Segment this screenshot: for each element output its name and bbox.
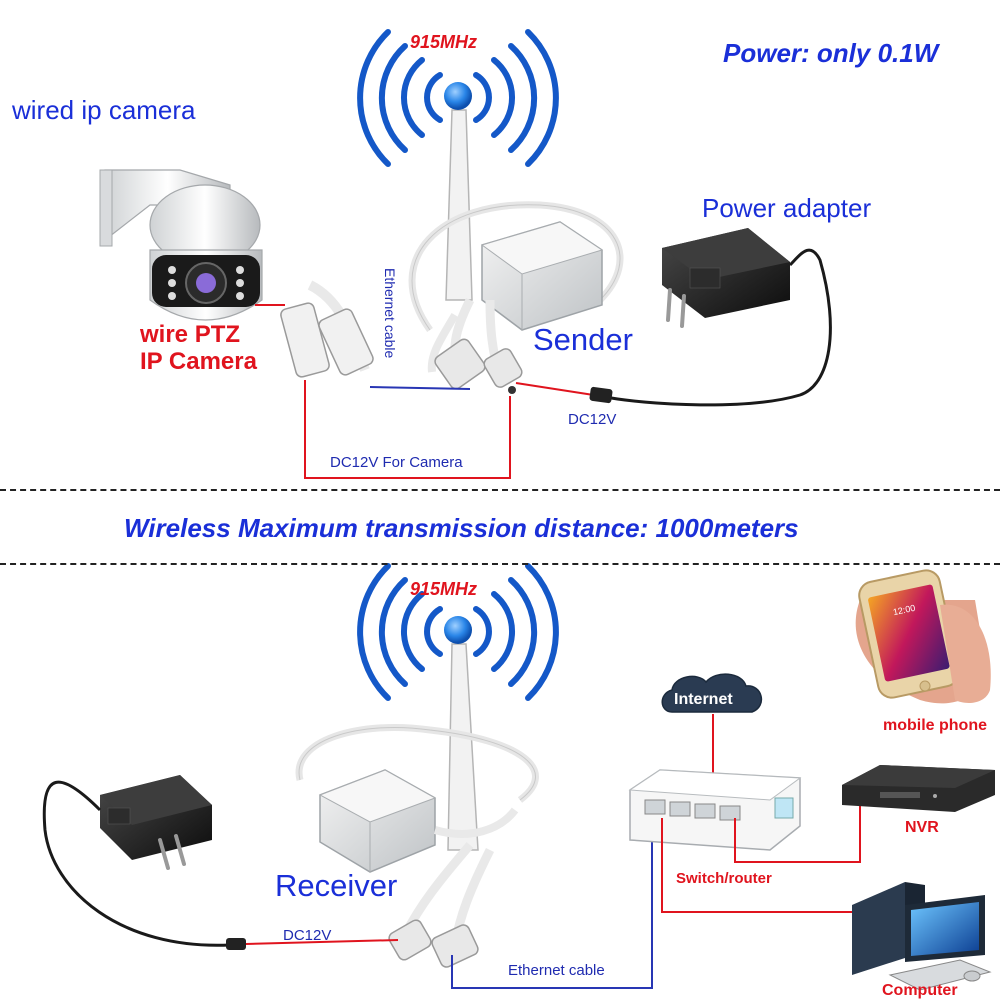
divider-bottom: [0, 563, 1000, 565]
receiver-power-adapter-icon: [100, 775, 212, 870]
camera-tag-line2: IP Camera: [140, 348, 257, 375]
ptz-camera-icon: [99, 169, 263, 321]
power-note: Power: only 0.1W: [723, 38, 939, 68]
nvr-icon: [842, 765, 995, 812]
sender-dc-label: DC12V: [568, 411, 617, 428]
internet-cloud-icon: [661, 673, 763, 713]
receiver-frequency-label: 915MHz: [410, 579, 478, 599]
range-note: Wireless Maximum transmission distance: …: [124, 513, 799, 543]
internet-label: Internet: [674, 691, 733, 708]
power-adapter-label: Power adapter: [702, 193, 872, 223]
sender-box-icon: [480, 221, 604, 331]
mobile-phone-label: mobile phone: [883, 717, 987, 734]
switch-router-label: Switch/router: [676, 870, 772, 887]
signal-waves-icon-receiver: [357, 563, 559, 701]
switch-router-icon: [628, 769, 802, 851]
camera-caption: wired ip camera: [12, 95, 196, 125]
sender-ethernet-label: Ethernet cable: [382, 268, 398, 359]
nvr-label: NVR: [905, 819, 939, 836]
receiver-box-icon: [318, 769, 437, 873]
sender-antenna-icon: [444, 82, 473, 301]
dc-camera-label: DC12V For Camera: [330, 454, 463, 471]
mobile-phone-icon: [855, 569, 991, 704]
receiver-dc-label: DC12V: [283, 927, 332, 944]
receiver-antenna-icon: [444, 616, 479, 851]
receiver-label: Receiver: [275, 868, 398, 903]
computer-icon: [852, 882, 992, 991]
sender-frequency-label: 915MHz: [410, 32, 478, 52]
signal-waves-icon: [357, 29, 559, 167]
divider-top: [0, 489, 1000, 491]
sender-label: Sender: [533, 322, 633, 357]
camera-tag-line1: wire PTZ: [140, 321, 241, 348]
sender-power-adapter-icon: [662, 228, 790, 328]
receiver-ethernet-label: Ethernet cable: [508, 962, 605, 979]
computer-label: Computer: [882, 982, 958, 999]
